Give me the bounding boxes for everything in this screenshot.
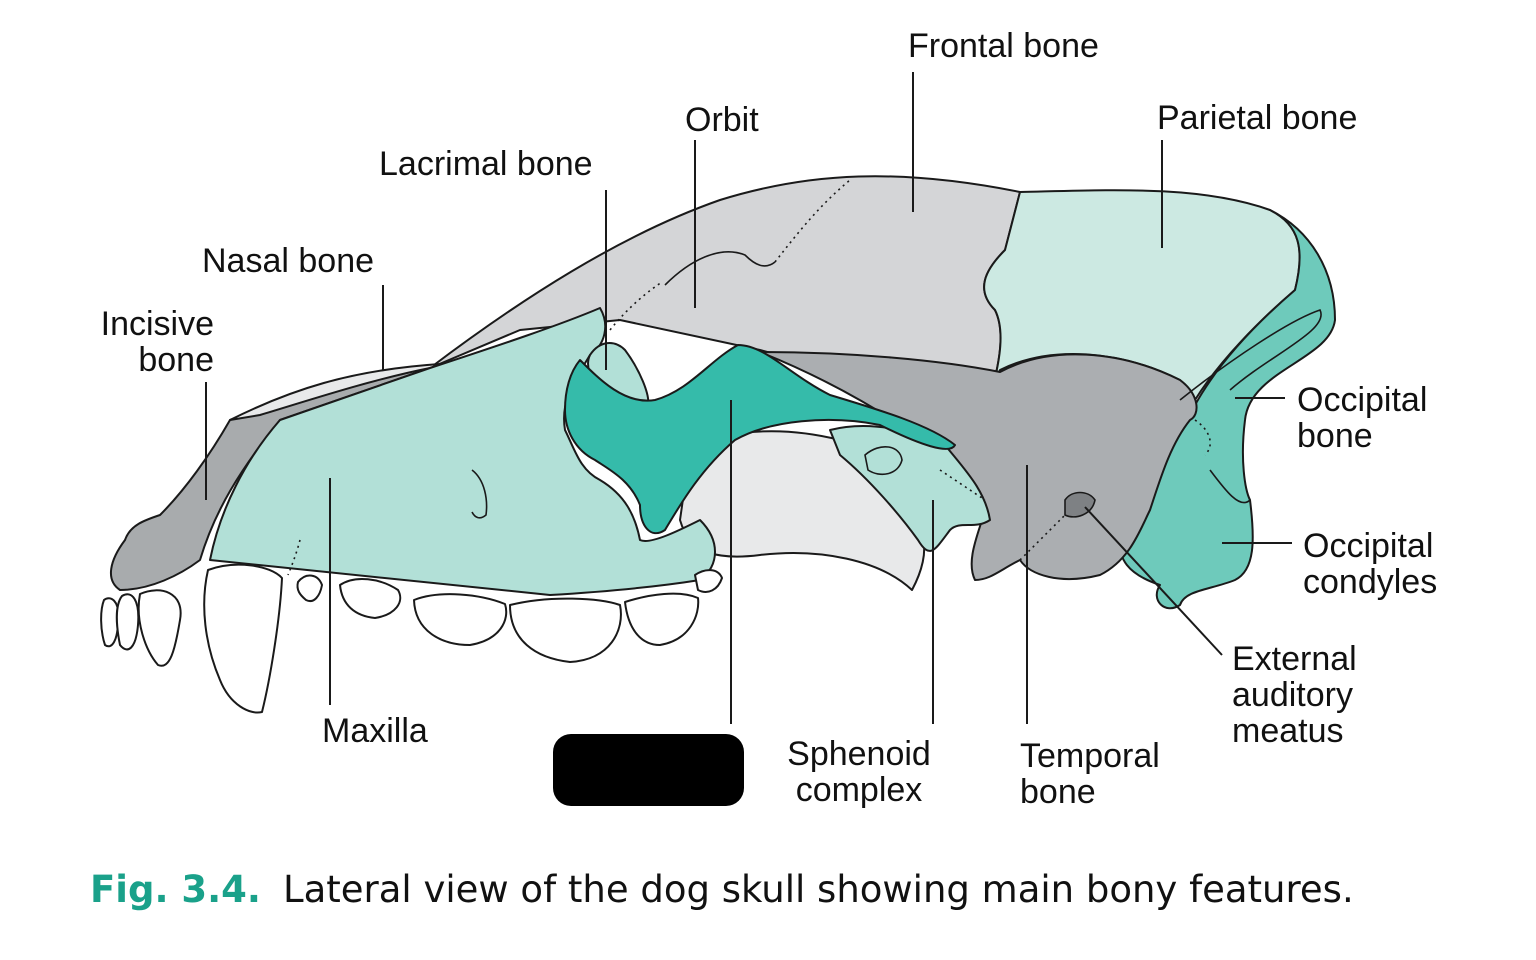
- suture-lines: [287, 179, 1211, 576]
- label-occipital-bone: Occipital bone: [1297, 382, 1427, 454]
- redacted-label-box: [553, 734, 744, 806]
- label-lacrimal-bone: Lacrimal bone: [379, 145, 593, 183]
- leader-lines: [205, 72, 1292, 724]
- label-sphenoid-line-2: complex: [795, 771, 923, 809]
- label-meatus-line-1: External: [1232, 640, 1357, 678]
- label-temporal-line-1: Temporal: [1020, 737, 1160, 775]
- teeth-group: [100, 563, 723, 714]
- molar-tooth: [624, 592, 700, 646]
- label-occipital-condyles-line-1: Occipital: [1303, 527, 1434, 565]
- leader-auditory-meatus: [1084, 506, 1223, 656]
- label-incisive-line-2: bone: [138, 341, 214, 379]
- label-external-auditory-meatus: External auditory meatus: [1232, 641, 1357, 749]
- label-occipital-condyles: Occipital condyles: [1303, 528, 1437, 600]
- label-temporal-line-2: bone: [1020, 773, 1096, 811]
- occipital-bone-shape: [1118, 209, 1336, 610]
- parietal-bone-shape: [983, 189, 1301, 401]
- label-sphenoid-line-1: Sphenoid: [787, 735, 931, 773]
- figure-number: Fig. 3.4.: [90, 868, 261, 911]
- maxilla-shape: [209, 307, 716, 596]
- label-orbit: Orbit: [685, 101, 759, 139]
- premolar-tooth: [413, 593, 508, 646]
- label-nasal-bone: Nasal bone: [202, 242, 375, 280]
- label-sphenoid-complex: Sphenoid complex: [776, 736, 942, 808]
- molar-tooth: [509, 597, 622, 663]
- label-incisive-bone: Incisive bone: [60, 306, 214, 378]
- premolar-tooth: [296, 574, 323, 602]
- label-parietal-bone: Parietal bone: [1157, 99, 1358, 137]
- incisor-tooth: [115, 593, 140, 651]
- figure-caption: Fig. 3.4. Lateral view of the dog skull s…: [90, 868, 1354, 911]
- label-meatus-line-3: meatus: [1232, 712, 1344, 750]
- label-incisive-line-1: Incisive: [100, 305, 214, 343]
- label-maxilla: Maxilla: [322, 712, 428, 750]
- label-frontal-bone: Frontal bone: [908, 27, 1099, 65]
- incisor-tooth: [137, 589, 182, 667]
- canine-tooth: [203, 563, 283, 714]
- incisor-tooth: [100, 597, 120, 648]
- label-occipital-bone-line-2: bone: [1297, 417, 1373, 455]
- molar-tooth: [694, 569, 723, 593]
- caption-text: Lateral view of the dog skull showing ma…: [282, 868, 1354, 911]
- label-occipital-bone-line-1: Occipital: [1297, 381, 1428, 419]
- premolar-tooth: [339, 578, 402, 619]
- label-temporal-bone: Temporal bone: [1020, 738, 1160, 810]
- label-occipital-condyles-line-2: condyles: [1303, 563, 1438, 601]
- label-meatus-line-2: auditory: [1232, 676, 1353, 714]
- zygomatic-arch-shape: [564, 344, 956, 535]
